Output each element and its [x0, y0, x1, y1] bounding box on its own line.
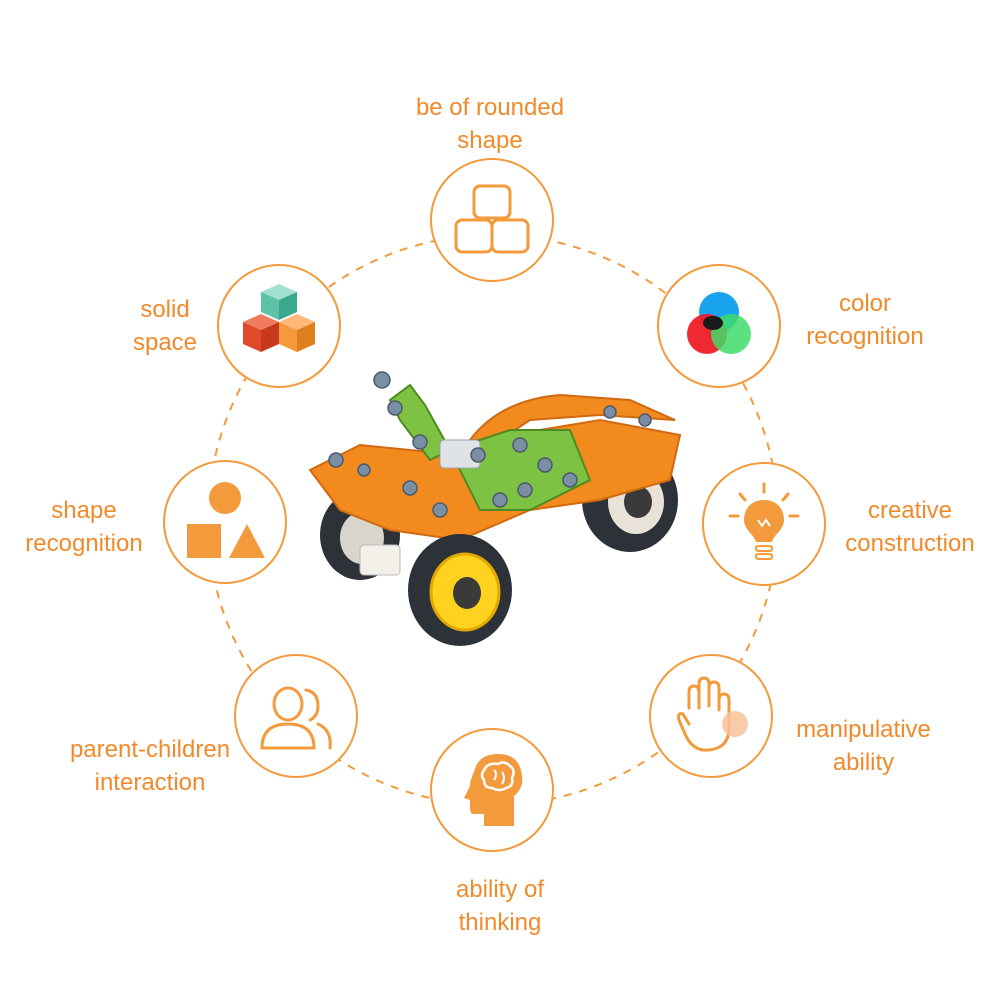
ability-thinking-node	[430, 728, 554, 852]
hand-icon	[677, 676, 748, 752]
people-icon	[260, 686, 332, 750]
parent-children-node	[234, 654, 358, 778]
color-recognition-node	[657, 264, 781, 388]
toy-car-image	[308, 371, 682, 646]
solid-space-node	[217, 264, 341, 388]
brain-head-icon	[464, 754, 523, 826]
geometric-shapes-icon	[187, 482, 265, 558]
color-circles-icon	[687, 292, 751, 354]
manipulative-ability-node	[649, 654, 773, 778]
rounded-shape-node	[430, 158, 554, 282]
front-wheel	[408, 534, 512, 646]
shape-recognition-node	[163, 460, 287, 584]
stacked-cubes-icon	[243, 284, 315, 352]
rounded-cubes-icon	[454, 184, 530, 254]
creative-construction-node	[702, 462, 826, 586]
lightbulb-icon	[728, 482, 800, 560]
